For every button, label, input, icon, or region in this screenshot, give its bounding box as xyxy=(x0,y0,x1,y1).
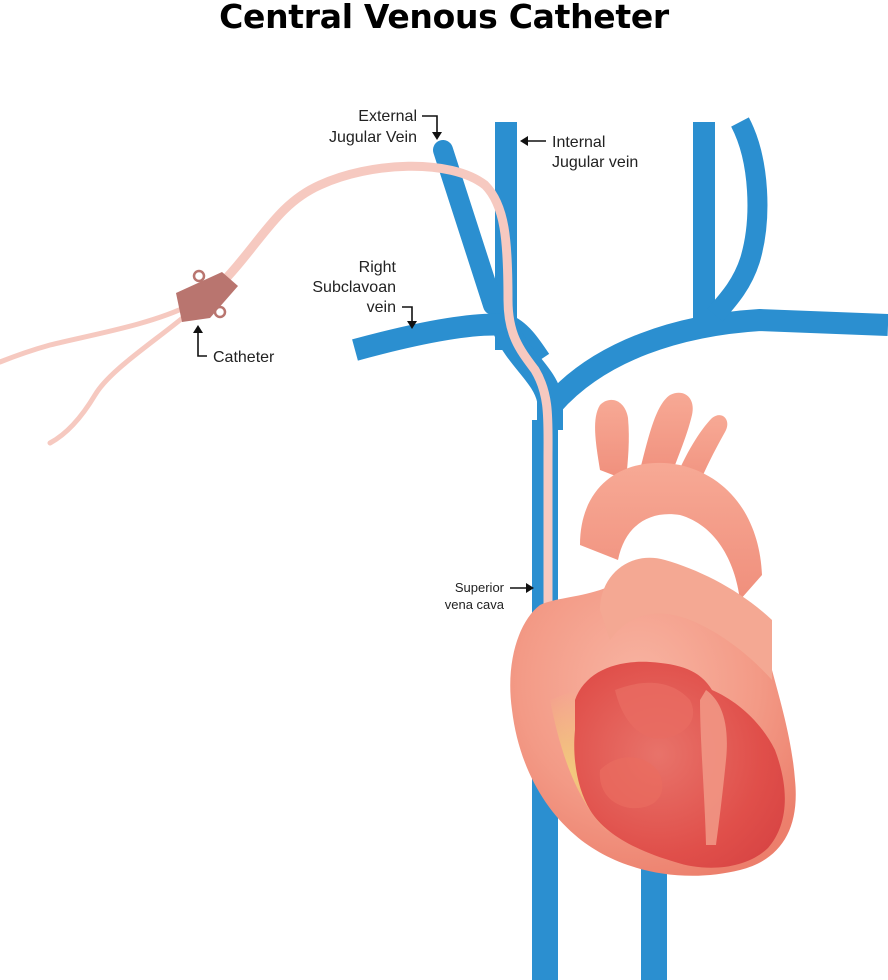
label-right-subclavian-line3: vein xyxy=(367,299,396,316)
aortic-branch-1 xyxy=(595,399,629,480)
catheter-tube xyxy=(0,161,553,620)
label-svc-line2: vena cava xyxy=(445,597,505,612)
arrow-external-jugular xyxy=(422,115,438,134)
catheter-lumen-1 xyxy=(0,302,193,365)
aortic-arch xyxy=(580,462,762,600)
diagram-title: Central Venous Catheter xyxy=(219,0,669,36)
label-svc-line1: Superior xyxy=(455,580,505,595)
catheter-lumen-2 xyxy=(47,309,193,446)
left-brachiocephalic-vein xyxy=(543,308,888,413)
label-external-jugular-line1: External xyxy=(358,108,417,125)
arrow-catheter xyxy=(197,333,207,357)
heart xyxy=(510,392,796,876)
label-internal-jugular-line2: Jugular vein xyxy=(552,154,638,171)
catheter-hub xyxy=(176,269,238,322)
label-external-jugular-line2: Jugular Vein xyxy=(329,129,417,146)
label-right-subclavian-line1: Right xyxy=(359,259,397,276)
label-catheter: Catheter xyxy=(213,349,275,366)
arrow-right-subclavian xyxy=(402,306,413,323)
aortic-branch-2 xyxy=(640,392,693,480)
left-external-jugular-vein xyxy=(707,117,768,322)
catheter-line-main xyxy=(210,161,553,620)
label-internal-jugular-line1: Internal xyxy=(552,134,605,151)
external-jugular-vein xyxy=(433,140,503,315)
label-right-subclavian-line2: Subclavoan xyxy=(312,279,396,296)
pulmonary-trunk xyxy=(600,557,772,680)
